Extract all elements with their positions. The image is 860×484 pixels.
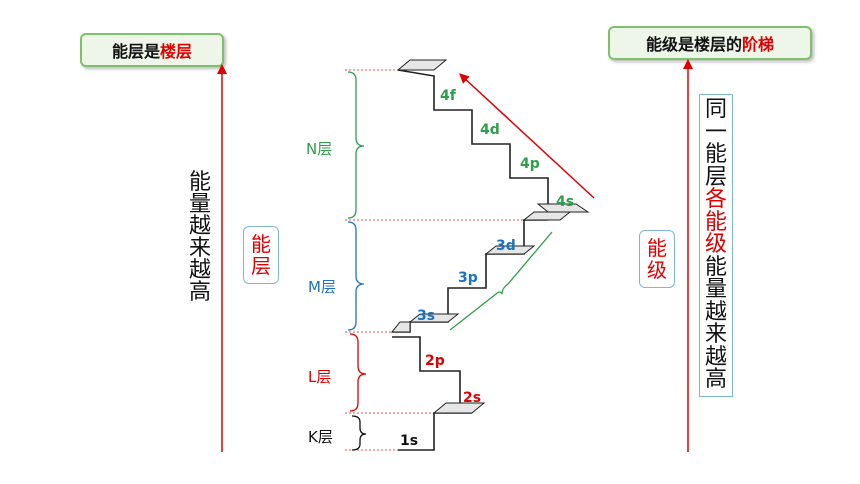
right-vertical-char: 能 bbox=[704, 142, 727, 167]
tread-m-top bbox=[522, 211, 572, 221]
right-title-tag: 能级是楼层的阶梯 bbox=[608, 26, 812, 60]
shell-n-label: N层 bbox=[306, 140, 332, 158]
right-vertical-char: 同 bbox=[704, 97, 727, 122]
m-brace bbox=[347, 221, 365, 331]
left-vertical-char: 能 bbox=[188, 170, 211, 195]
left-title-highlight: 楼层 bbox=[160, 42, 193, 61]
same-shell-levels-box: 同 一 能 层 各 能 级 能 量 越 来 越 高 bbox=[699, 94, 733, 397]
right-vertical-char: 越 bbox=[704, 344, 727, 370]
left-title-tag: 能层是楼层 bbox=[80, 33, 224, 67]
tread-3d bbox=[484, 245, 536, 255]
level-2s: 2s bbox=[463, 390, 481, 406]
right-vertical-char: 越 bbox=[704, 299, 727, 325]
left-vertical-char: 高 bbox=[188, 280, 211, 305]
step-4s-4p-4d-4f bbox=[397, 69, 549, 212]
level-3p: 3p bbox=[458, 270, 478, 286]
l-brace bbox=[349, 333, 367, 412]
right-title-highlight: 阶梯 bbox=[742, 35, 775, 54]
n-brace bbox=[347, 71, 365, 219]
tread-4s bbox=[536, 203, 590, 213]
right-vertical-char-highlight: 各 bbox=[704, 187, 727, 212]
k-brace bbox=[351, 415, 367, 451]
level-4s: 4s bbox=[556, 194, 574, 210]
left-vertical-char: 量 bbox=[188, 192, 211, 217]
energy-shell-char: 层 bbox=[251, 254, 271, 278]
tread-3s bbox=[390, 321, 411, 333]
shell-m-label: M层 bbox=[308, 278, 336, 296]
energy-level-char: 能 bbox=[647, 236, 667, 260]
right-vertical-char-highlight: 级 bbox=[704, 232, 727, 257]
left-title-text: 能层是 bbox=[111, 42, 160, 61]
tread-2s bbox=[432, 402, 486, 414]
step-2s-2p bbox=[392, 336, 473, 413]
right-vertical-char: 层 bbox=[704, 164, 727, 190]
level-4f: 4f bbox=[440, 88, 457, 104]
left-vertical-char: 越 bbox=[188, 258, 211, 283]
level-1s: 1s bbox=[400, 433, 418, 449]
level-4p: 4p bbox=[520, 156, 540, 172]
tread-3p bbox=[408, 313, 460, 323]
energy-shell-box: 能 层 bbox=[243, 226, 279, 284]
shell-l-label: L层 bbox=[308, 368, 331, 386]
right-vertical-char: 能 bbox=[704, 254, 727, 280]
left-vertical-char: 越 bbox=[188, 214, 211, 239]
level-2p: 2p bbox=[425, 353, 445, 369]
left-vertical-text: 能 量 越 来 越 高 bbox=[188, 172, 212, 304]
energy-level-char: 级 bbox=[647, 258, 667, 282]
energy-shell-char: 能 bbox=[251, 232, 271, 256]
right-vertical-char: 来 bbox=[704, 322, 727, 347]
right-title-text: 能级是楼层的 bbox=[645, 35, 742, 54]
level-3d: 3d bbox=[496, 238, 516, 254]
m-steps-brace bbox=[449, 231, 553, 331]
level-3s: 3s bbox=[417, 308, 435, 324]
energy-level-box: 能 级 bbox=[639, 230, 675, 288]
shell-k-label: K层 bbox=[308, 428, 333, 446]
right-vertical-char-highlight: 能 bbox=[704, 209, 727, 235]
right-vertical-char: 一 bbox=[704, 119, 727, 145]
right-vertical-char: 量 bbox=[704, 277, 727, 302]
left-vertical-char: 来 bbox=[188, 236, 211, 261]
energy-arrow bbox=[459, 73, 595, 199]
right-vertical-char: 高 bbox=[704, 367, 727, 392]
tread-4top bbox=[396, 59, 448, 71]
level-4d: 4d bbox=[480, 122, 500, 138]
